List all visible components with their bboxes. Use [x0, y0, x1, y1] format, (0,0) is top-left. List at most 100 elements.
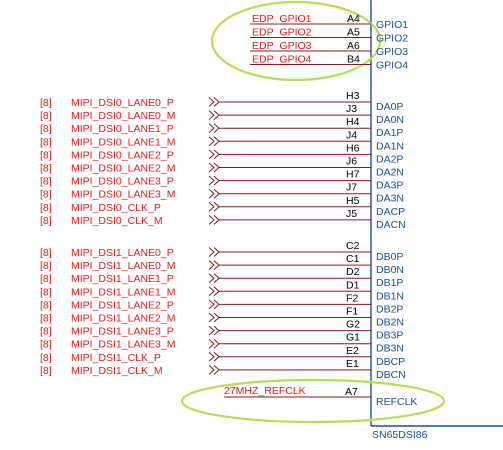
dsi0-net-label: MIPI_DSI0_LANE2_P — [71, 149, 174, 161]
refclk-port-name: REFCLK — [376, 396, 417, 408]
offpage-connector-icon — [213, 149, 220, 160]
offpage-connector-icon — [208, 201, 215, 212]
offpage-connector-icon — [213, 299, 220, 310]
dsi0-pin-number: H3 — [346, 90, 360, 102]
offpage-connector-icon — [213, 338, 220, 349]
dsi0-pin-number: J5 — [346, 208, 357, 220]
offpage-connector-icon — [208, 175, 215, 186]
dsi1-sheet-ref: [8] — [40, 273, 52, 285]
dsi1-pin-number: C2 — [346, 240, 360, 252]
offpage-connector-icon — [213, 162, 220, 173]
dsi0-pin-number: H7 — [346, 169, 360, 181]
dsi0-port-name: DA1P — [376, 127, 403, 139]
refclk-highlight-ellipse — [180, 378, 446, 424]
dsi1-sheet-ref: [8] — [40, 365, 52, 377]
dsi1-net-label: MIPI_DSI1_LANE0_P — [71, 247, 174, 259]
dsi1-pin-number: D1 — [346, 279, 360, 291]
gpio-port-name: GPIO2 — [376, 33, 408, 45]
dsi1-net-label: MIPI_DSI1_LANE2_P — [71, 299, 174, 311]
dsi1-sheet-ref: [8] — [40, 339, 52, 351]
offpage-connector-icon — [213, 97, 220, 107]
dsi0-sheet-ref: [8] — [40, 189, 52, 201]
chip-outline — [370, 0, 503, 427]
dsi1-port-name: DB1N — [376, 290, 404, 302]
dsi0-sheet-ref: [8] — [40, 202, 52, 214]
dsi1-net-label: MIPI_DSI1_LANE3_M — [71, 339, 175, 351]
dsi0-pin-number: H5 — [346, 195, 360, 207]
dsi0-port-name: DA0P — [376, 101, 403, 113]
dsi0-sheet-ref: [8] — [40, 123, 52, 135]
offpage-connector-icon — [213, 273, 220, 284]
offpage-connector-icon — [213, 123, 220, 134]
dsi1-pin-number: C1 — [346, 253, 360, 265]
offpage-connector-icon — [208, 312, 215, 323]
gpio-net-label: EDP_GPIO4 — [252, 54, 312, 66]
dsi0-pin-number: J4 — [346, 129, 357, 141]
offpage-connector-icon — [213, 201, 220, 212]
offpage-connector-icon — [208, 188, 215, 199]
dsi1-net-label: MIPI_DSI1_CLK_M — [71, 365, 163, 377]
dsi0-net-label: MIPI_DSI0_LANE1_P — [71, 123, 174, 135]
dsi0-sheet-ref: [8] — [40, 176, 52, 188]
gpio-port-name: GPIO3 — [376, 46, 408, 58]
offpage-connector-icon — [208, 123, 215, 134]
offpage-connector-icon — [208, 136, 215, 147]
offpage-connector-icon — [213, 175, 220, 186]
refclk-net-label: 27MHZ_REFCLK — [224, 385, 306, 397]
dsi1-sheet-ref: [8] — [40, 247, 52, 259]
refclk-pin-number: A7 — [345, 386, 358, 398]
dsi0-net-label: MIPI_DSI0_LANE0_M — [71, 110, 175, 122]
offpage-connector-icon — [213, 325, 220, 336]
dsi0-sheet-ref: [8] — [40, 97, 52, 109]
dsi1-port-name: DBCN — [376, 369, 406, 381]
dsi0-sheet-ref: [8] — [40, 163, 52, 175]
dsi0-port-name: DA3N — [376, 193, 404, 205]
gpio-net-label: EDP_GPIO1 — [252, 13, 312, 25]
dsi0-net-label: MIPI_DSI0_CLK_P — [71, 202, 161, 214]
offpage-connector-icon — [213, 312, 220, 323]
offpage-connector-icon — [208, 325, 215, 336]
dsi1-net-label: MIPI_DSI1_LANE1_P — [71, 273, 174, 285]
dsi1-pin-number: F1 — [346, 306, 358, 318]
offpage-connector-icon — [208, 215, 215, 225]
part-name-label: SN65DSI86 — [372, 429, 428, 441]
gpio-pin-number: A5 — [347, 27, 360, 39]
dsi1-port-name: DB3N — [376, 343, 404, 355]
gpio-pin-number: A6 — [347, 40, 360, 52]
dsi0-sheet-ref: [8] — [40, 110, 52, 122]
dsi1-pin-group: [8]MIPI_DSI1_LANE0_PC2DB0P[8]MIPI_DSI1_L… — [40, 240, 406, 381]
dsi1-pin-number: F2 — [346, 292, 358, 304]
dsi1-pin-number: G1 — [346, 332, 360, 344]
offpage-connector-icon — [208, 338, 215, 349]
gpio-pin-number: B4 — [347, 54, 360, 66]
offpage-connector-icon — [213, 247, 220, 257]
dsi1-port-name: DB3P — [376, 330, 403, 342]
offpage-connector-icon — [213, 188, 220, 199]
dsi1-sheet-ref: [8] — [40, 313, 52, 325]
dsi1-port-name: DB0P — [376, 251, 403, 263]
dsi0-port-name: DA3P — [376, 180, 403, 192]
offpage-connector-icon — [213, 286, 220, 297]
gpio-net-label: EDP_GPIO3 — [252, 40, 312, 52]
dsi1-sheet-ref: [8] — [40, 326, 52, 338]
gpio-port-name: GPIO1 — [376, 19, 408, 31]
offpage-connector-icon — [213, 215, 220, 225]
dsi0-net-label: MIPI_DSI0_LANE1_M — [71, 136, 175, 148]
offpage-connector-icon — [213, 110, 220, 120]
dsi1-sheet-ref: [8] — [40, 286, 52, 298]
